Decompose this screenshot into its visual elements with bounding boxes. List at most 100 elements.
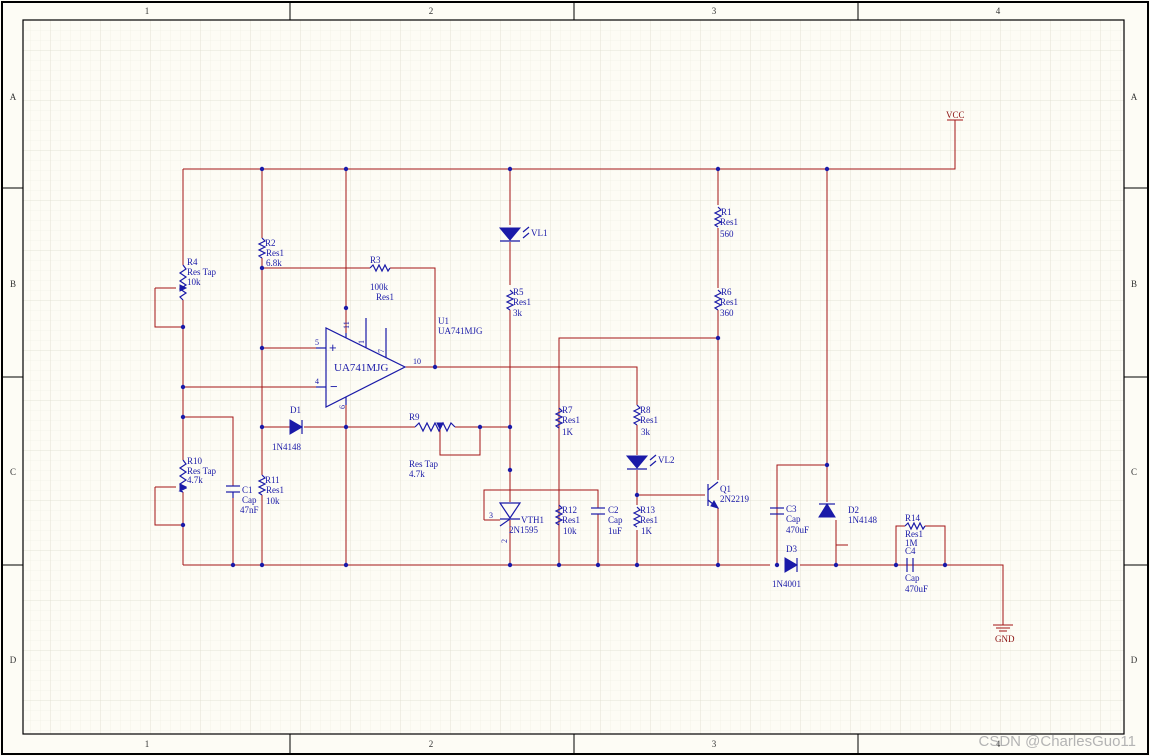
d1-ref: D1 [290,405,301,415]
vth1-ref: VTH1 [521,515,544,525]
zone-labels: 1 2 3 4 1 2 3 4 A B C D A B C D [10,6,1138,749]
q1-ref: Q1 [720,484,731,494]
r11-value: 10k [266,496,280,506]
r3-value: 100k [370,282,389,292]
r6-value: 360 [720,308,734,318]
gnd-symbol[interactable]: GND [993,624,1015,644]
watermark: CSDN @CharlesGuo11 [978,733,1136,750]
diode-d3[interactable] [784,557,798,573]
transistor-q1[interactable] [707,481,720,509]
r10-value: 4.7k [187,475,203,485]
r12-value: 10k [563,526,577,536]
svg-text:2: 2 [500,539,509,543]
zone-col-bottom: 4 [996,739,1001,749]
zone-row-right: C [1131,467,1137,477]
zone-row-right: D [1131,655,1138,665]
svg-text:4: 4 [315,377,319,386]
c1-ref: C1 [242,485,253,495]
zone-row-left: A [10,92,17,102]
r1-ref: R1 [721,207,732,217]
r4-type: Res Tap [187,267,216,277]
d3-value: 1N4001 [772,579,801,589]
c3-type: Cap [786,514,801,524]
r14-ref: R14 [905,513,921,523]
zone-col-bottom: 3 [712,739,717,749]
diode-d2[interactable] [818,503,836,518]
diode-d1[interactable] [289,419,303,435]
r9-type: Res Tap [409,459,438,469]
d2-value: 1N4148 [848,515,877,525]
zone-col-bottom: 2 [429,739,434,749]
c1-value: 47nF [240,505,259,515]
svg-text:6: 6 [338,405,347,409]
svg-text:10: 10 [413,357,421,366]
c4-type: Cap [905,573,920,583]
zone-row-left: D [10,655,17,665]
r4-tap-arrow-icon [179,284,188,292]
c2-value: 1uF [608,526,622,536]
r14-value: 1M [905,538,918,548]
vth1-value: 2N1595 [509,525,538,535]
r13-type: Res1 [640,515,658,525]
opamp-u1[interactable]: + − UA741MJG [316,318,407,408]
r6-ref: R6 [721,287,732,297]
drawing-area [22,19,1125,735]
r8-value: 3k [641,427,651,437]
q1-value: 2N2219 [720,494,749,504]
gnd-label: GND [995,634,1015,644]
r11-type: Res1 [266,485,284,495]
led-vl1[interactable] [498,226,530,242]
r9-ref: R9 [409,412,420,422]
component-labels: R4 Res Tap 10k R2 Res1 6.8k R3 100k Res1… [187,207,928,594]
vcc-symbol[interactable]: VCC [946,110,965,121]
r1-type: Res1 [720,217,738,227]
r14-type: Res1 [905,529,923,539]
pin-numbers: 5 4 10 11 6 1 7 3 2 [315,321,509,543]
r2-type: Res1 [266,248,284,258]
zone-row-left: B [10,279,16,289]
led-vl2[interactable] [625,454,657,470]
plus-sign-icon: + [329,340,337,355]
u1-value: UA741MJG [438,326,483,336]
d3-ref: D3 [786,544,797,554]
svg-text:3: 3 [489,511,493,520]
r4-value: 10k [187,277,201,287]
r3-type: Res1 [376,292,394,302]
svg-text:5: 5 [315,338,319,347]
r3-ref: R3 [370,255,381,265]
capacitor-symbols [226,485,914,572]
r9-value: 4.7k [409,469,425,479]
r4-ref: R4 [187,257,198,267]
r5-value: 3k [513,308,523,318]
r6-type: Res1 [720,297,738,307]
resistor-symbols [178,206,926,531]
r13-value: 1K [641,526,653,536]
zone-row-right: A [1131,92,1138,102]
r13-ref: R13 [640,505,656,515]
r12-type: Res1 [562,515,580,525]
thyristor-vth1[interactable] [498,502,522,527]
svg-text:1: 1 [357,340,366,344]
vl1-ref: VL1 [531,228,548,238]
zone-row-right: B [1131,279,1137,289]
r8-ref: R8 [640,405,651,415]
vl2-ref: VL2 [658,455,675,465]
zone-col-bottom: 1 [145,739,150,749]
r2-ref: R2 [265,238,276,248]
c3-value: 470uF [786,525,809,535]
r7-ref: R7 [562,405,573,415]
zone-row-left: C [10,467,16,477]
c3-ref: C3 [786,504,797,514]
r1-value: 560 [720,229,734,239]
r9-tap-arrow-icon [436,422,444,431]
u1-ref: U1 [438,316,449,326]
zone-col-top: 3 [712,6,717,16]
d1-value: 1N4148 [272,442,301,452]
d2-ref: D2 [848,505,859,515]
r7-type: Res1 [562,415,580,425]
c2-ref: C2 [608,505,619,515]
r5-type: Res1 [513,297,531,307]
c4-value: 470uF [905,584,928,594]
